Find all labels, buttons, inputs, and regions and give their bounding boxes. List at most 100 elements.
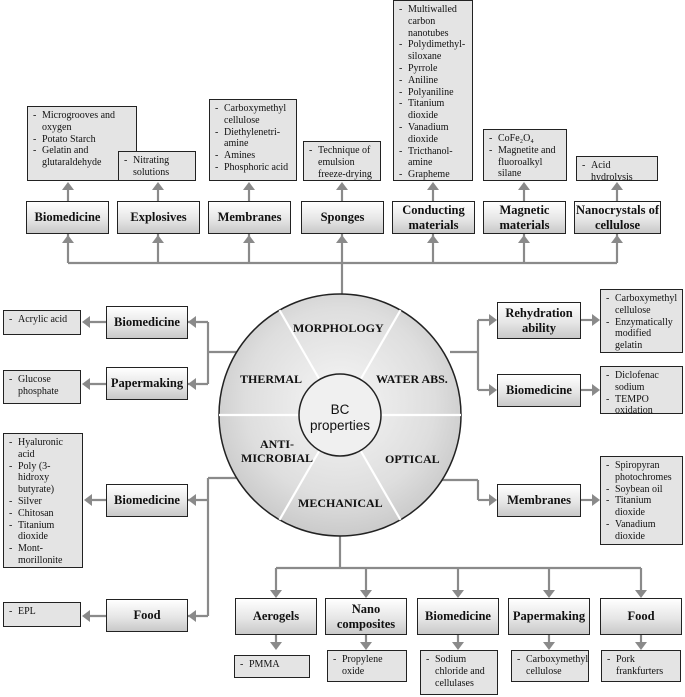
segment-antimicrobial-label: ANTI- MICROBIAL bbox=[241, 437, 314, 466]
left-list-antimicrobial: Hyaluronic acidPoly (3-hidroxy butyrate)… bbox=[3, 433, 83, 568]
list-item: Hyaluronic acid bbox=[8, 437, 78, 461]
list-item: Titanium dioxide bbox=[8, 520, 78, 544]
arrow-head bbox=[270, 642, 282, 650]
wheel-divider bbox=[359, 309, 402, 381]
top-cat-conducting: Conducting materials bbox=[392, 201, 475, 234]
list-item: Glucose phosphate bbox=[8, 374, 76, 398]
wheel-divider bbox=[359, 449, 402, 521]
arrow-head bbox=[452, 642, 464, 650]
list-item: Enzymatically modified gelatin bbox=[605, 317, 678, 352]
arrow-head bbox=[635, 590, 647, 598]
list-item: Multiwalled carbon nanotubes bbox=[398, 4, 468, 39]
arrow-head bbox=[592, 314, 600, 326]
top-list-sponges: Technique of emulsion freeze-drying bbox=[303, 141, 381, 181]
right-cat-membranes: Membranes bbox=[497, 484, 581, 517]
list-item: Acrylic acid bbox=[8, 314, 76, 326]
top-cat-nanocrystals: Nanocrystals of cellulose bbox=[574, 201, 661, 234]
left-list-acrylic: Acrylic acid bbox=[3, 310, 81, 335]
left-cat-biomedicine-1: Biomedicine bbox=[106, 306, 188, 339]
list-item: Diclofenac sodium bbox=[605, 370, 678, 394]
list-item: Nitrating solutions bbox=[123, 155, 191, 179]
list-item: Carboxymethyl cellulose bbox=[214, 103, 292, 127]
top-cat-biomedicine: Biomedicine bbox=[26, 201, 109, 234]
arrow-head bbox=[62, 235, 74, 243]
list-item: EPL bbox=[8, 606, 76, 618]
list-item: Microgrooves and oxygen bbox=[32, 110, 132, 134]
list-item: Gelatin and glutaraldehyde bbox=[32, 145, 132, 169]
list-item: Benzalkonium chloride bbox=[8, 567, 78, 568]
list-item: Titanium dioxide bbox=[605, 495, 678, 519]
list-item: Diethylenetri-amine bbox=[214, 127, 292, 151]
segment-water-abs-label: WATER ABS. bbox=[376, 372, 448, 386]
list-item: Pork frankfurters bbox=[606, 654, 676, 678]
bottom-cat-papermaking: Papermaking bbox=[508, 598, 590, 635]
top-list-explosives: Nitrating solutions bbox=[118, 151, 196, 181]
arrow-head bbox=[489, 314, 497, 326]
list-item: CoFe₂O₄ bbox=[488, 133, 562, 145]
arrow-head bbox=[82, 316, 90, 328]
list-item: TEMPO oxidation bbox=[605, 394, 678, 413]
list-item: Soybean oil bbox=[605, 484, 678, 496]
wheel-divider bbox=[278, 449, 321, 521]
arrow-head bbox=[188, 316, 196, 328]
arrow-head bbox=[518, 182, 530, 190]
top-list-conducting: Multiwalled carbon nanotubesPolydimethyl… bbox=[393, 0, 473, 181]
arrow-head bbox=[611, 235, 623, 243]
arrow-head bbox=[84, 494, 92, 506]
list-item: Silver bbox=[8, 496, 78, 508]
top-cat-explosives: Explosives bbox=[117, 201, 200, 234]
top-cat-magnetic: Magnetic materials bbox=[483, 201, 566, 234]
list-item: Polyaniline bbox=[398, 87, 468, 99]
arrow-head bbox=[360, 642, 372, 650]
arrow-head bbox=[427, 182, 439, 190]
arrow-head bbox=[336, 235, 348, 243]
list-item: Aniline bbox=[398, 75, 468, 87]
arrow-head bbox=[360, 590, 372, 598]
arrow-head bbox=[188, 494, 196, 506]
segment-thermal-label: THERMAL bbox=[240, 372, 303, 386]
center-title: BC properties bbox=[309, 401, 371, 433]
bottom-list-pork: Pork frankfurters bbox=[601, 650, 681, 682]
right-list-rehydration: Carboxymethyl celluloseEnzymatically mod… bbox=[600, 289, 683, 353]
right-list-biomedicine: Diclofenac sodiumTEMPO oxidation bbox=[600, 366, 683, 414]
wheel-divider bbox=[278, 309, 321, 381]
list-item: Carboxymethyl cellulose bbox=[516, 654, 588, 678]
arrow-head bbox=[188, 378, 196, 390]
wheel-center bbox=[298, 373, 382, 457]
right-cat-biomedicine: Biomedicine bbox=[497, 374, 581, 407]
list-item: Vanadium dioxide bbox=[398, 122, 468, 146]
bottom-cat-nanocomposites: Nano composites bbox=[325, 598, 407, 635]
arrow-head bbox=[489, 494, 497, 506]
bottom-list-carboxymethyl: Carboxymethyl cellulose bbox=[511, 650, 589, 682]
arrow-head bbox=[82, 610, 90, 622]
segment-optical-label: OPTICAL bbox=[385, 452, 440, 466]
arrow-head bbox=[336, 182, 348, 190]
left-cat-papermaking: Papermaking bbox=[106, 367, 188, 400]
list-item: Propylene oxide bbox=[332, 654, 402, 678]
list-item: Chitosan bbox=[8, 508, 78, 520]
list-item: Technique of emulsion freeze-drying bbox=[308, 145, 376, 180]
list-item: Acid hydrolysis bbox=[581, 160, 653, 180]
arrow-head bbox=[188, 610, 196, 622]
arrow-head bbox=[243, 235, 255, 243]
arrow-head bbox=[543, 642, 555, 650]
bottom-list-pmma: PMMA bbox=[234, 655, 310, 678]
arrow-head bbox=[152, 182, 164, 190]
list-item: Phosphoric acid bbox=[214, 162, 292, 174]
arrow-head bbox=[452, 590, 464, 598]
right-list-membranes: Spiropyran photochromesSoybean oilTitani… bbox=[600, 456, 683, 545]
list-item: Grapheme bbox=[398, 169, 468, 180]
arrow-head bbox=[518, 235, 530, 243]
top-list-membranes: Carboxymethyl celluloseDiethylenetri-ami… bbox=[209, 99, 297, 181]
right-cat-rehydration: Rehydration ability bbox=[497, 302, 581, 339]
list-item: Pyrrole bbox=[398, 63, 468, 75]
bottom-list-propylene: Propylene oxide bbox=[327, 650, 407, 682]
left-list-epl: EPL bbox=[3, 602, 81, 627]
list-item: Tricthanol-amine bbox=[398, 146, 468, 170]
list-item: Amines bbox=[214, 150, 292, 162]
left-cat-food: Food bbox=[106, 599, 188, 632]
list-item: Spiropyran photochromes bbox=[605, 460, 678, 484]
arrow-head bbox=[592, 494, 600, 506]
list-item: Vanadium dioxide bbox=[605, 519, 678, 543]
